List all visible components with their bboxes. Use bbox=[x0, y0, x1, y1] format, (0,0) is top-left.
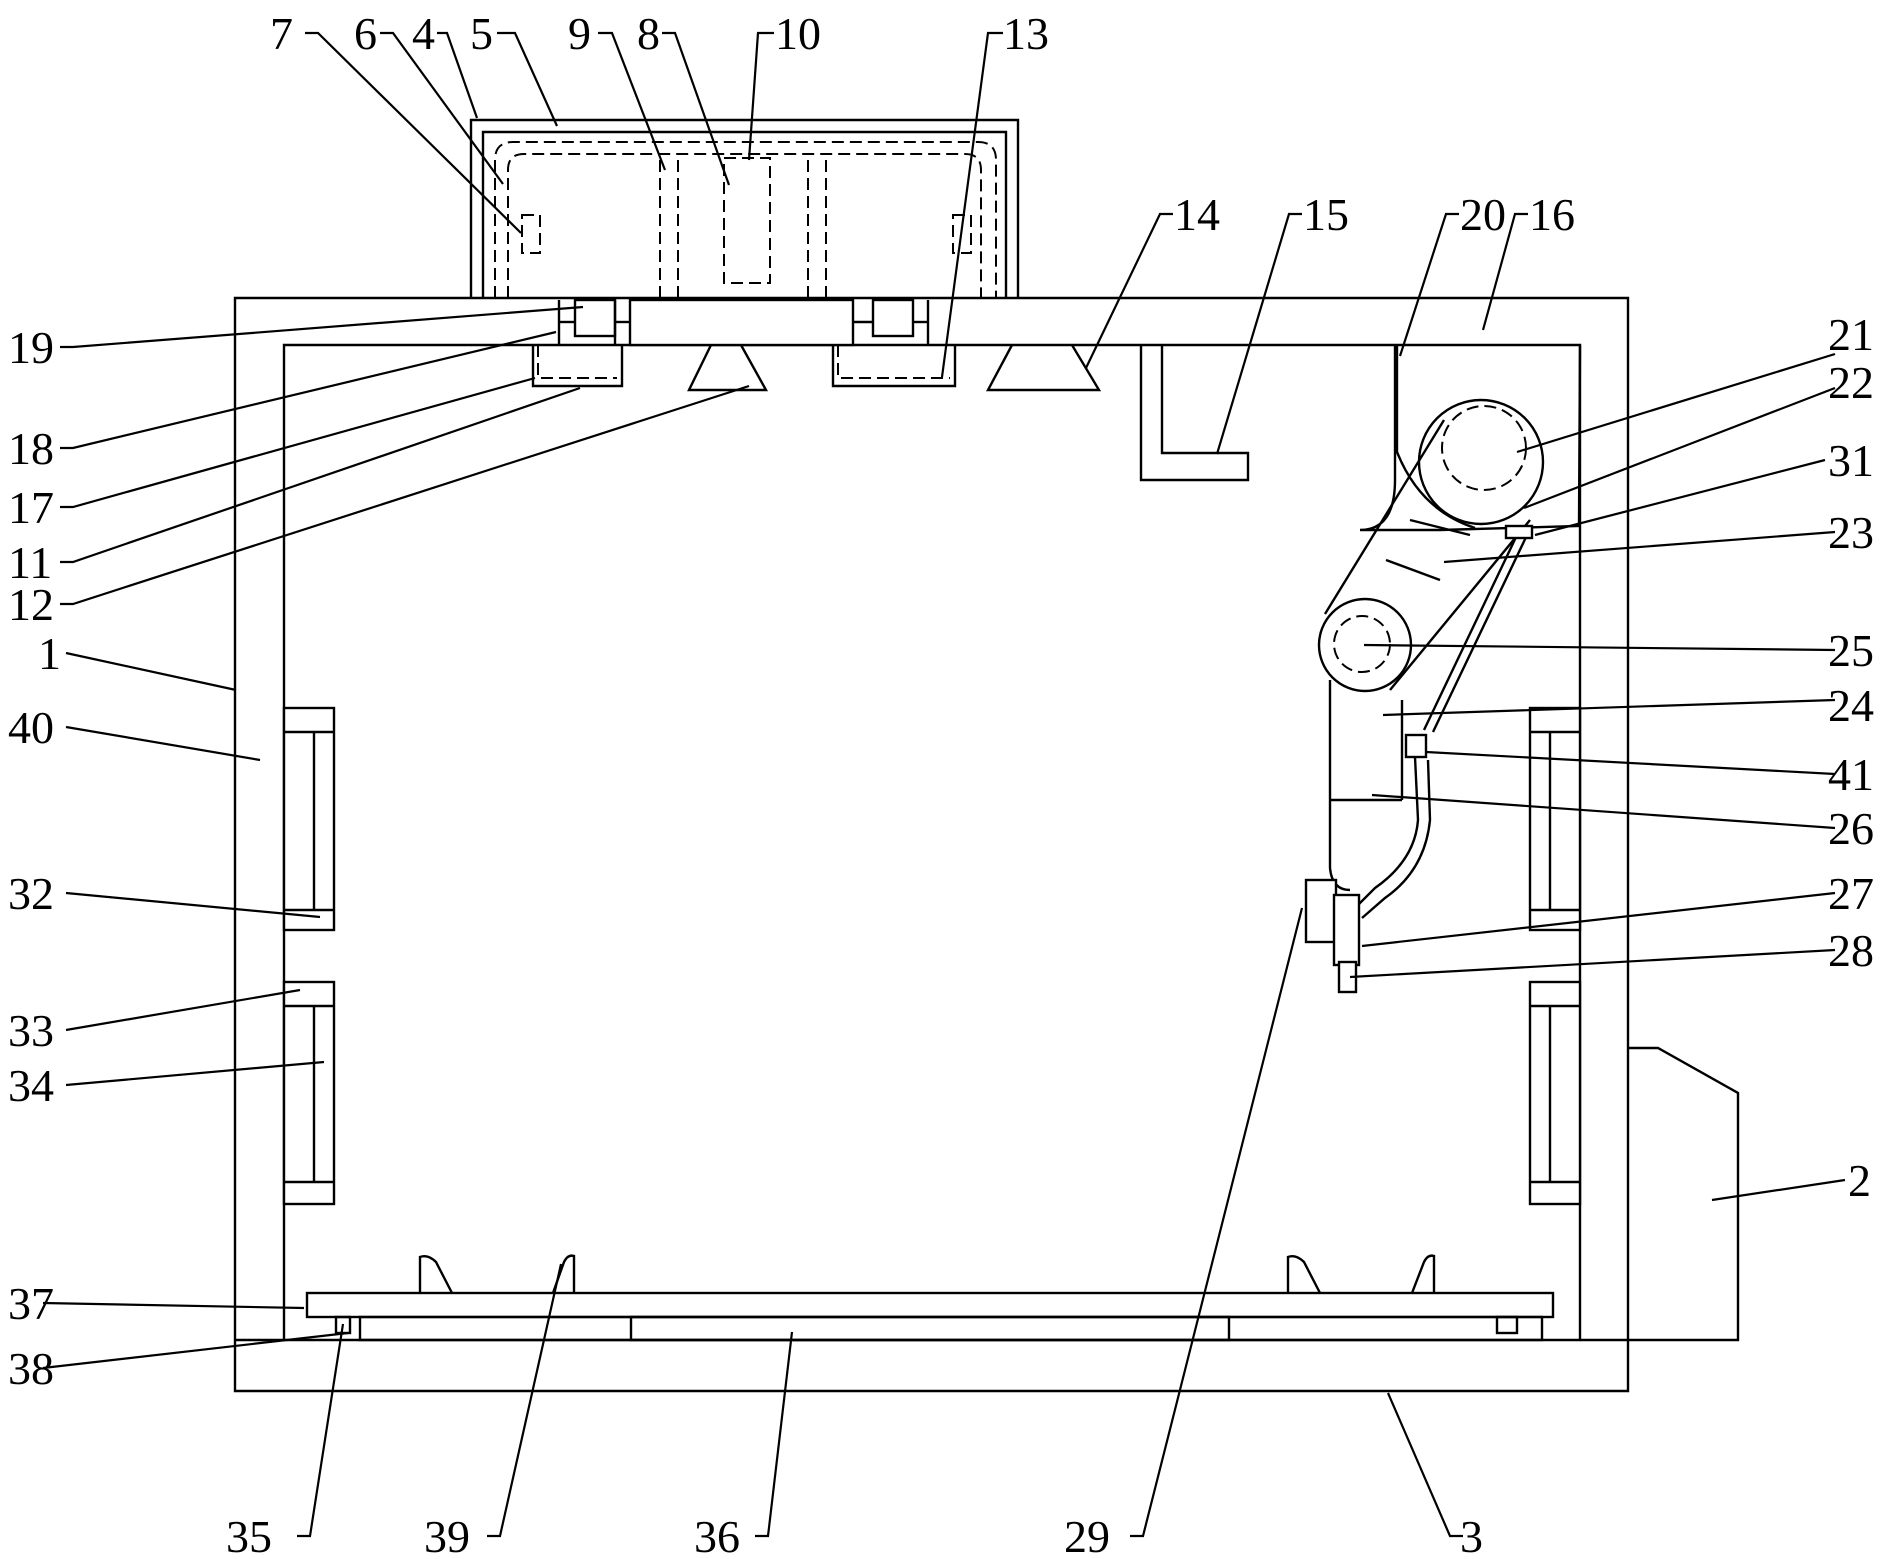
label-9: 9 bbox=[568, 8, 591, 59]
side-rails bbox=[284, 708, 1580, 1204]
label-20: 20 bbox=[1460, 189, 1506, 240]
label-22: 22 bbox=[1828, 357, 1874, 408]
label-33: 33 bbox=[8, 1005, 54, 1056]
label-40: 40 bbox=[8, 702, 54, 753]
bottom-platform bbox=[307, 1256, 1553, 1340]
label-8: 8 bbox=[637, 8, 660, 59]
label-41: 41 bbox=[1828, 749, 1874, 800]
label-15: 15 bbox=[1303, 189, 1349, 240]
label-12: 12 bbox=[8, 579, 54, 630]
label-2: 2 bbox=[1848, 1155, 1871, 1206]
label-35: 35 bbox=[226, 1511, 272, 1559]
label-6: 6 bbox=[354, 8, 377, 59]
label-21: 21 bbox=[1828, 309, 1874, 360]
label-37: 37 bbox=[8, 1278, 54, 1329]
label-1: 1 bbox=[38, 628, 61, 679]
side-attachment bbox=[1628, 1048, 1738, 1340]
l-bracket bbox=[1141, 345, 1248, 480]
label-27: 27 bbox=[1828, 868, 1874, 919]
label-19: 19 bbox=[8, 322, 54, 373]
label-3: 3 bbox=[1460, 1511, 1483, 1559]
label-10: 10 bbox=[775, 8, 821, 59]
label-5: 5 bbox=[470, 8, 493, 59]
label-18: 18 bbox=[8, 423, 54, 474]
label-38: 38 bbox=[8, 1343, 54, 1394]
label-14: 14 bbox=[1174, 189, 1220, 240]
label-32: 32 bbox=[8, 868, 54, 919]
label-24: 24 bbox=[1828, 680, 1874, 731]
label-16: 16 bbox=[1529, 189, 1575, 240]
label-17: 17 bbox=[8, 482, 54, 533]
label-34: 34 bbox=[8, 1060, 54, 1111]
label-28: 28 bbox=[1828, 925, 1874, 976]
label-4: 4 bbox=[412, 8, 435, 59]
label-7: 7 bbox=[270, 8, 293, 59]
label-36: 36 bbox=[694, 1511, 740, 1559]
label-39: 39 bbox=[424, 1511, 470, 1559]
top-box bbox=[471, 120, 1018, 298]
label-13: 13 bbox=[1003, 8, 1049, 59]
label-25: 25 bbox=[1828, 625, 1874, 676]
label-31: 31 bbox=[1828, 435, 1874, 486]
label-29: 29 bbox=[1064, 1511, 1110, 1559]
label-26: 26 bbox=[1828, 803, 1874, 854]
label-23: 23 bbox=[1828, 507, 1874, 558]
